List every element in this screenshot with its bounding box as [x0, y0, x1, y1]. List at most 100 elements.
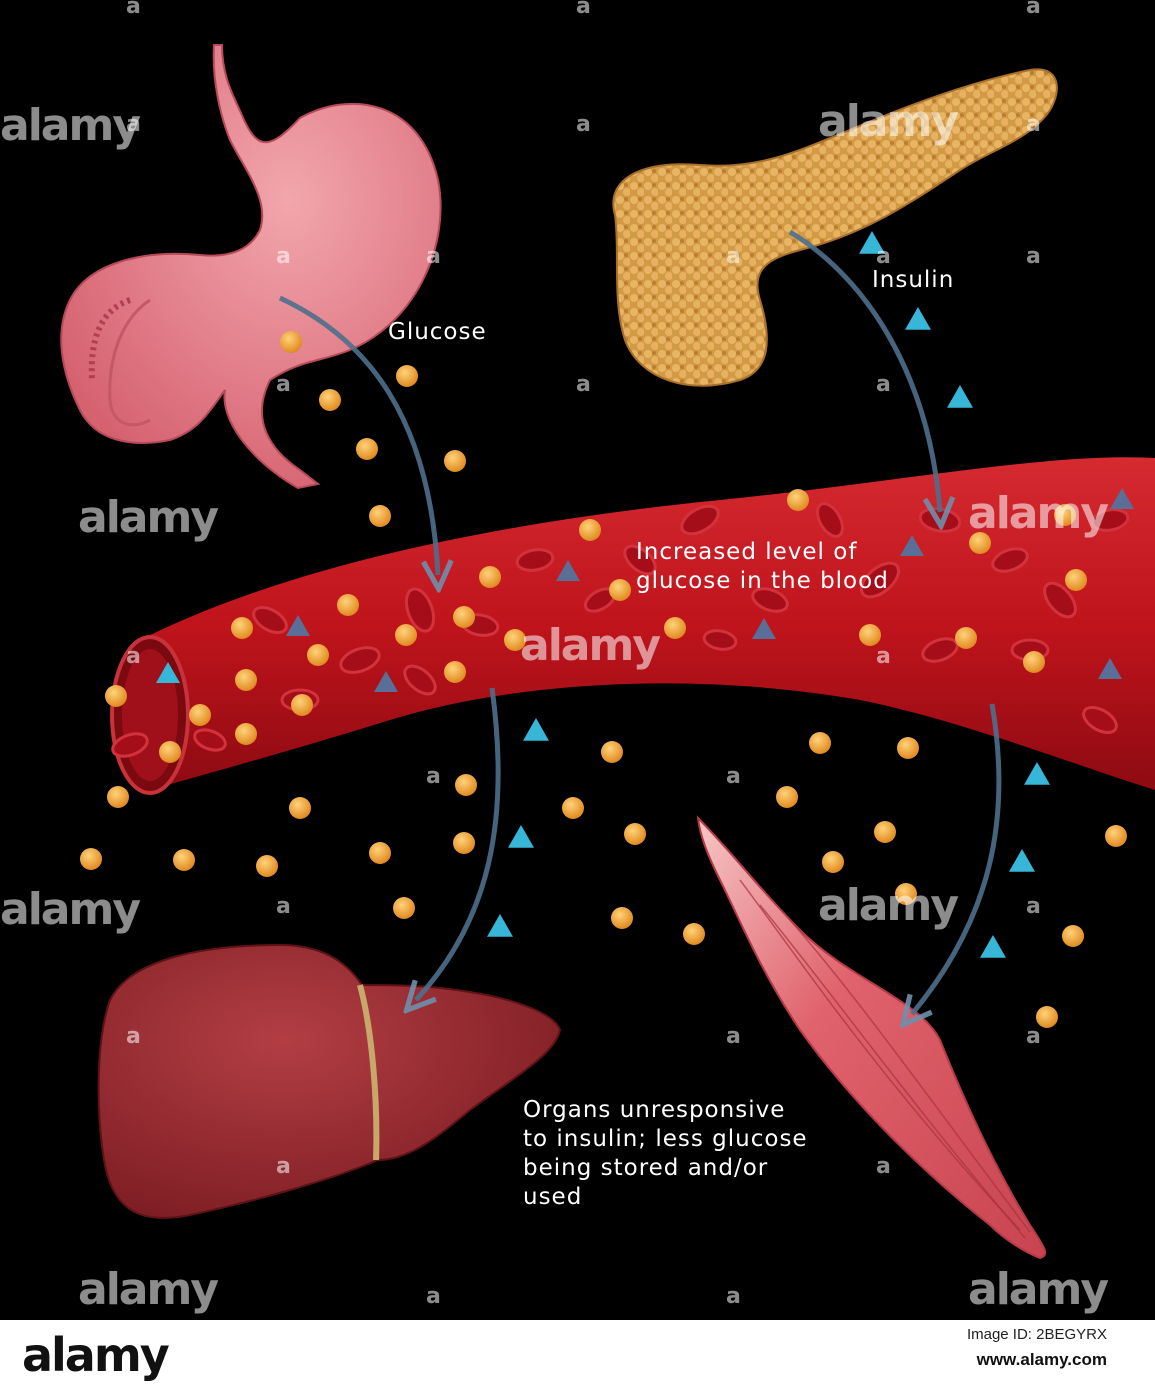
glucose-molecule [579, 519, 601, 541]
red-blood-cell [515, 548, 555, 572]
glucose-molecule [369, 505, 391, 527]
glucose-molecule [80, 848, 102, 870]
red-blood-cell [1043, 581, 1077, 619]
glucose-molecule [787, 489, 809, 511]
watermark-mark: a [126, 0, 141, 19]
red-blood-cell [816, 502, 844, 538]
watermark: alamy [78, 492, 219, 543]
insulin-label: Insulin [872, 267, 955, 293]
insulin-molecule [900, 535, 924, 556]
watermark: alamy [818, 880, 959, 931]
pancreas-illustration [612, 68, 1058, 387]
watermark-mark: a [876, 372, 891, 397]
watermark-mark: a [426, 1284, 441, 1309]
glucose-molecule [337, 594, 359, 616]
watermark: alamy [0, 884, 141, 935]
red-blood-cell [859, 561, 901, 599]
stomach-illustration [60, 44, 442, 490]
red-blood-cell [339, 646, 381, 674]
insulin-molecule [1009, 849, 1035, 872]
glucose-molecule [159, 741, 181, 763]
red-blood-cell [751, 587, 789, 613]
brand-logo: alamy [22, 1328, 170, 1382]
watermark-mark: a [426, 244, 441, 269]
insulin-molecule [947, 385, 973, 408]
glucose-molecule [231, 617, 253, 639]
watermark: alamy [968, 488, 1109, 539]
glucose-molecule [107, 786, 129, 808]
insulin-molecule [1110, 488, 1134, 509]
glucose-molecule [291, 694, 313, 716]
red-blood-cell [111, 732, 149, 758]
watermark-mark: a [126, 644, 141, 669]
watermark-mark: a [1026, 244, 1041, 269]
glucose-molecule [1062, 925, 1084, 947]
watermark-mark: a [726, 244, 741, 269]
footer-bar: alamy Image ID: 2BEGYRX www.alamy.com [0, 1320, 1155, 1390]
glucose-molecule [611, 907, 633, 929]
watermark-mark: a [576, 372, 591, 397]
watermark-mark: a [726, 764, 741, 789]
watermark-mark: a [126, 1024, 141, 1049]
glucose-molecule [289, 797, 311, 819]
watermark: alamy [818, 96, 959, 147]
glucose-molecule [1065, 569, 1087, 591]
image-id: Image ID: 2BEGYRX [966, 1326, 1107, 1343]
glucose-molecule [444, 661, 466, 683]
glucose-molecule [776, 786, 798, 808]
watermark-mark: a [876, 1154, 891, 1179]
watermark-mark: a [276, 372, 291, 397]
watermark-mark: a [1026, 1024, 1041, 1049]
watermark: alamy [520, 620, 661, 671]
watermark-mark: a [276, 244, 291, 269]
insulin-molecule [980, 935, 1006, 958]
watermark-mark: a [1026, 0, 1041, 19]
glucose-molecule [874, 821, 896, 843]
red-blood-cell [252, 606, 288, 634]
insulin-molecule [156, 662, 180, 683]
red-blood-cell [403, 664, 437, 696]
glucose-molecule [235, 723, 257, 745]
arrow-pancreas-to-blood [788, 229, 940, 512]
glucose-molecule [280, 331, 302, 353]
insulin-molecules [487, 231, 1050, 958]
glucose-molecule [455, 774, 477, 796]
glucose-molecule [307, 644, 329, 666]
arrow-stomach-to-blood [278, 295, 438, 575]
watermark: alamy [968, 1264, 1109, 1315]
glucose-molecule [1036, 1006, 1058, 1028]
glucose-molecule [504, 629, 526, 651]
insulin-molecule [508, 825, 534, 848]
red-blood-cell [193, 728, 227, 752]
insulin-molecule [556, 560, 580, 581]
glucose-molecule [1023, 651, 1045, 673]
blood-vessel-illustration [110, 457, 1155, 795]
glucose-molecule [189, 704, 211, 726]
insulin-molecule [752, 618, 776, 639]
glucose-molecule [897, 737, 919, 759]
glucose-molecule [479, 566, 501, 588]
red-blood-cell [1082, 706, 1118, 734]
glucose-molecule [664, 617, 686, 639]
muscle-illustration [696, 815, 1047, 1260]
glucose-molecule [256, 855, 278, 877]
watermark-mark: a [876, 644, 891, 669]
glucose-molecule [1105, 825, 1127, 847]
glucose-molecule [235, 669, 257, 691]
watermark-mark: a [1026, 894, 1041, 919]
glucose-molecule [969, 532, 991, 554]
glucose-molecule [955, 627, 977, 649]
watermark-mark: a [1026, 112, 1041, 137]
glucose-molecule [859, 624, 881, 646]
red-blood-cells [111, 502, 1130, 758]
insulin-molecule [487, 914, 513, 937]
glucose-molecule [1054, 504, 1076, 526]
glucose-molecule [319, 389, 341, 411]
watermark-mark: a [576, 0, 591, 19]
insulin-molecule [905, 307, 931, 330]
liver-illustration [97, 943, 562, 1219]
insulin-molecule [374, 671, 398, 692]
glucose-molecule [396, 365, 418, 387]
glucose-molecules-in-blood [159, 489, 1087, 763]
watermark-mark: a [276, 894, 291, 919]
